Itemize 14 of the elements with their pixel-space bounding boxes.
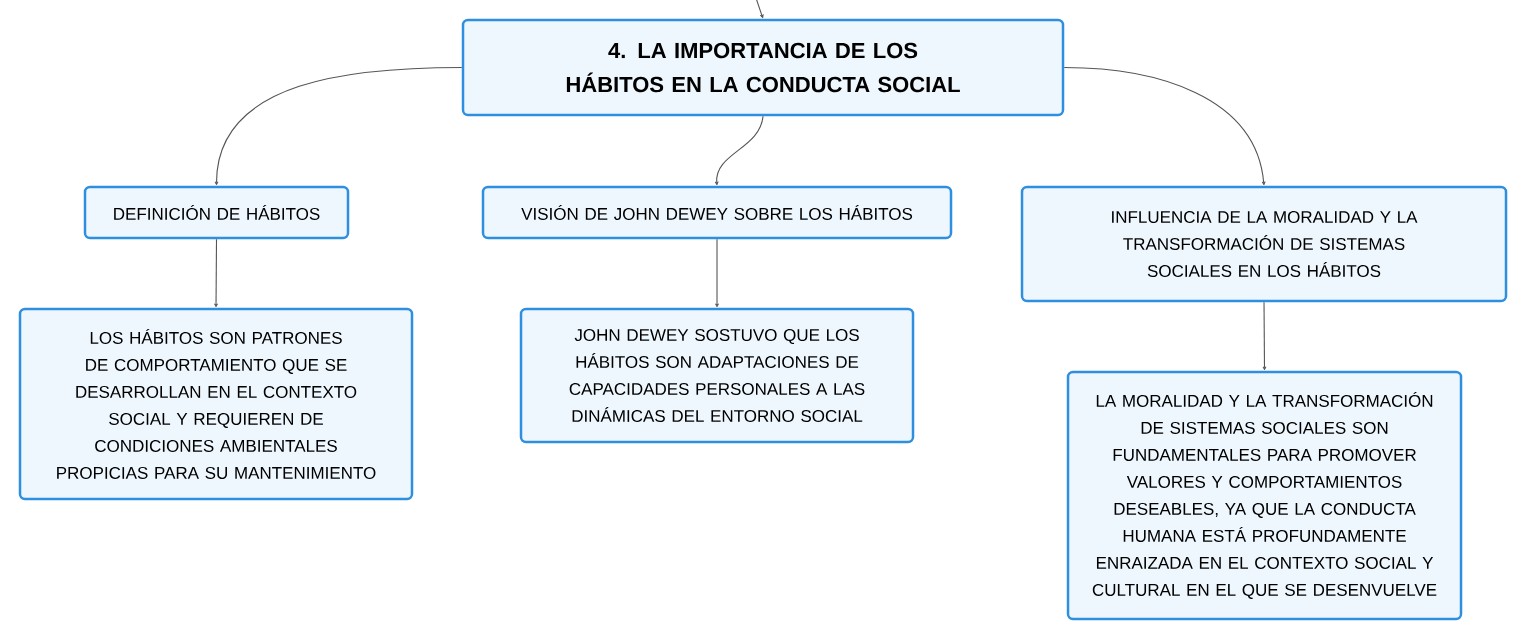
arrow — [755, 0, 764, 19]
detail-box: JOHN DEWEY SOSTUVO QUE LOS HÁBITOS SON ADAPTACIONES DE CAPACIDADES PERSONALES A LAS DINÁMICAS DEL ENTORNO SOCIAL — [519, 307, 915, 444]
topic-box: DEFINICIÓN DE HÁBITOS — [83, 185, 350, 240]
detail-box: LA MORALIDAD Y LA TRANSFORMACIÓN DE SISTEMAS SOCIALES SON FUNDAMENTALES PARA PROMOVER VALORES Y COMPORTAMIENTOS DESEABLES, YA QUE LA CONDUCTA HUMANA ESTÁ PROFUNDAMENTE ENRAIZADA EN EL CONTEXTO SOCIAL Y CULTURAL EN EL QUE SE DESENVUELVE — [1066, 370, 1463, 621]
arrow — [1262, 301, 1267, 371]
detail-box: LOS HÁBITOS SON PATRONES DE COMPORTAMIENTO QUE SE DESARROLLAN EN EL CONTEXTO SOCIAL Y REQUIEREN DE CONDICIONES AMBIENTALES PROPICIAS PARA SU MANTENIMIENTO — [18, 307, 414, 501]
arrow — [214, 66, 463, 186]
arrow — [715, 238, 719, 308]
arrow — [1063, 66, 1266, 186]
topic-box: INFLUENCIA DE LA MORALIDAD Y LA TRANSFORMACIÓN DE SISTEMAS SOCIALES EN LOS HÁBITOS — [1020, 185, 1508, 303]
title-box: 4. LA IMPORTANCIA DE LOS HÁBITOS EN LA CONDUCTA SOCIAL — [461, 18, 1065, 117]
arrow — [214, 238, 218, 308]
topic-box: VISIÓN DE JOHN DEWEY SOBRE LOS HÁBITOS — [481, 185, 953, 240]
arrow — [714, 115, 764, 186]
